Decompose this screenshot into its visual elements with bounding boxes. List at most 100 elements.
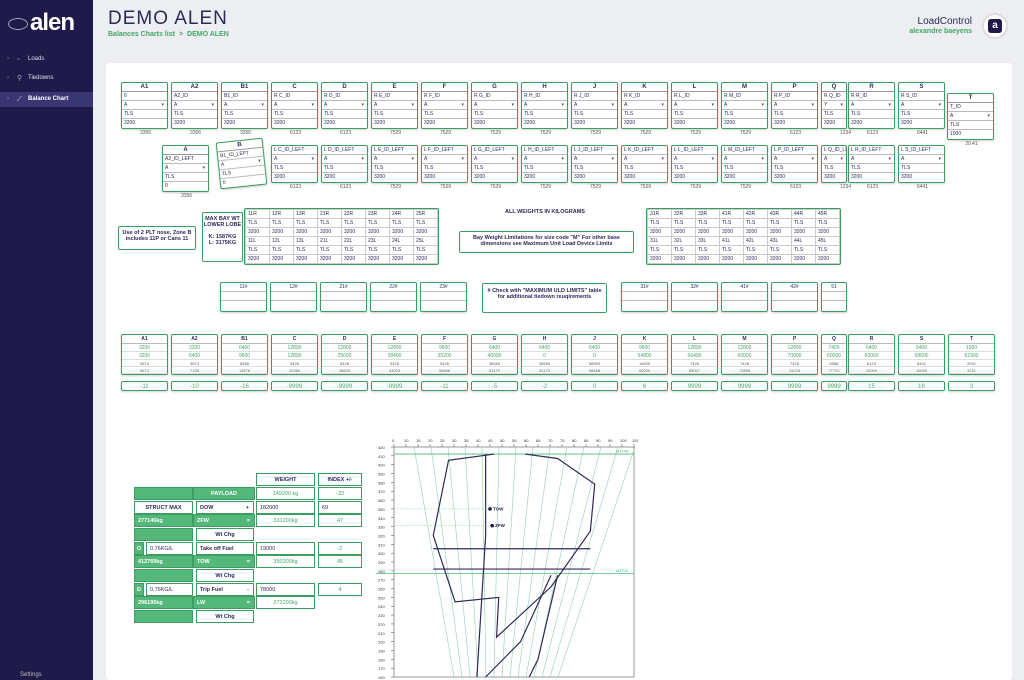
destination-field[interactable]: TLS bbox=[572, 110, 617, 119]
lower-weight-field[interactable]: 3200 bbox=[743, 254, 768, 264]
weight-field[interactable]: 3200 bbox=[324, 120, 336, 126]
position-cell[interactable]: 23# bbox=[420, 282, 467, 312]
bay-card[interactable]: QR Q_IDYTLS32001234 bbox=[821, 82, 851, 136]
lower-destination-field[interactable]: TLS bbox=[341, 218, 366, 228]
lower-weight-field[interactable]: 3200 bbox=[413, 227, 438, 237]
weight-field[interactable]: 3200 bbox=[274, 120, 286, 126]
type-select[interactable]: A bbox=[472, 101, 517, 110]
bay-card[interactable]: ER E_IDATLS32007529 bbox=[371, 82, 418, 136]
uld-id-field[interactable]: R M_ID bbox=[722, 92, 767, 101]
type-select[interactable]: A bbox=[772, 155, 817, 164]
lower-weight-field[interactable]: 3200 bbox=[365, 227, 390, 237]
uld-id-field[interactable]: T_ID bbox=[948, 103, 993, 112]
uld-id-field[interactable]: L L_ID_LEFT bbox=[672, 146, 717, 155]
dow-index-input[interactable]: 69 bbox=[318, 501, 362, 514]
destination-field[interactable]: TLS bbox=[772, 164, 817, 173]
position-cell[interactable]: 51 bbox=[821, 282, 847, 312]
bay-card[interactable]: L Q_ID_LEFTATLS32001234 bbox=[821, 145, 851, 190]
lower-weight-field[interactable]: 3200 bbox=[647, 254, 672, 264]
destination-field[interactable]: TLS bbox=[948, 121, 993, 130]
weight-field[interactable]: 3200 bbox=[824, 120, 836, 126]
lower-destination-field[interactable]: TLS bbox=[767, 245, 792, 255]
weight-field[interactable]: 3200 bbox=[524, 120, 536, 126]
position-cell[interactable]: 12# bbox=[270, 282, 317, 312]
uld-id-field[interactable]: L P_ID_LEFT bbox=[772, 146, 817, 155]
bay-card[interactable]: L D_ID_LEFTATLS32006123 bbox=[321, 145, 368, 190]
lower-weight-field[interactable]: 3200 bbox=[815, 227, 840, 237]
destination-field[interactable]: TLS bbox=[622, 164, 667, 173]
position-cell-input[interactable] bbox=[672, 292, 717, 301]
uld-id-field[interactable]: R C_ID bbox=[272, 92, 317, 101]
lower-destination-field[interactable]: TLS bbox=[695, 245, 720, 255]
lower-weight-field[interactable]: 3200 bbox=[269, 254, 294, 264]
type-select[interactable]: A bbox=[772, 101, 817, 110]
uld-id-field[interactable]: L H_ID_LEFT bbox=[522, 146, 567, 155]
destination-field[interactable]: TLS bbox=[622, 110, 667, 119]
trip-fuel-input[interactable]: 78000 bbox=[256, 583, 315, 596]
lower-destination-field[interactable]: TLS bbox=[791, 245, 816, 255]
lower-destination-field[interactable]: TLS bbox=[293, 218, 318, 228]
uld-id-field[interactable]: L E_ID_LEFT bbox=[372, 146, 417, 155]
lower-destination-field[interactable]: TLS bbox=[245, 245, 270, 255]
lower-weight-field[interactable]: 3200 bbox=[815, 254, 840, 264]
uld-id-field[interactable]: R K_ID bbox=[622, 92, 667, 101]
destination-field[interactable]: TLS bbox=[422, 164, 467, 173]
bay-card[interactable]: L K_ID_LEFTATLS32007529 bbox=[621, 145, 668, 190]
lower-destination-field[interactable]: TLS bbox=[317, 245, 342, 255]
bay-card[interactable]: MR M_IDATLS32007529 bbox=[721, 82, 768, 136]
type-select[interactable]: A bbox=[622, 101, 667, 110]
lower-destination-field[interactable]: TLS bbox=[719, 218, 744, 228]
weight-field[interactable]: 3200 bbox=[124, 120, 136, 126]
uld-id-field[interactable]: R L_ID bbox=[672, 92, 717, 101]
lower-destination-field[interactable]: TLS bbox=[791, 218, 816, 228]
bay-card[interactable]: L G_ID_LEFTATLS32007529 bbox=[471, 145, 518, 190]
destination-field[interactable]: TLS bbox=[522, 164, 567, 173]
bay-card[interactable]: BB1_ID_LEFTATLS0 bbox=[215, 137, 268, 190]
position-cell[interactable]: 32# bbox=[671, 282, 718, 312]
lower-destination-field[interactable]: TLS bbox=[743, 218, 768, 228]
lower-destination-field[interactable]: TLS bbox=[365, 218, 390, 228]
destination-field[interactable]: TLS bbox=[899, 110, 944, 119]
bay-card[interactable]: L H_ID_LEFTATLS32007529 bbox=[521, 145, 568, 190]
destination-field[interactable]: TLS bbox=[322, 164, 367, 173]
lower-weight-field[interactable]: 3200 bbox=[719, 254, 744, 264]
lower-weight-field[interactable]: 3200 bbox=[719, 227, 744, 237]
uld-id-field[interactable]: A2_ID_LEFT bbox=[163, 155, 208, 164]
destination-field[interactable]: TLS bbox=[172, 110, 217, 119]
bay-card[interactable]: L C_ID_LEFTATLS32006123 bbox=[271, 145, 318, 190]
lower-weight-field[interactable]: 3200 bbox=[245, 227, 270, 237]
uld-id-field[interactable]: R F_ID bbox=[422, 92, 467, 101]
position-cell-input[interactable] bbox=[271, 292, 316, 301]
type-select[interactable]: A bbox=[849, 155, 894, 164]
type-select[interactable]: A bbox=[222, 101, 267, 110]
weight-field[interactable]: 3200 bbox=[374, 120, 386, 126]
position-cell-input[interactable] bbox=[772, 292, 817, 301]
type-select[interactable]: A bbox=[622, 155, 667, 164]
uld-id-field[interactable]: R R_ID bbox=[849, 92, 894, 101]
destination-field[interactable]: TLS bbox=[899, 164, 944, 173]
weight-field[interactable]: 3200 bbox=[674, 120, 686, 126]
uld-id-field[interactable]: A2_ID bbox=[172, 92, 217, 101]
bay-card[interactable]: SR S_IDATLS32006441 bbox=[898, 82, 945, 136]
type-select[interactable]: A bbox=[522, 101, 567, 110]
destination-field[interactable]: TLS bbox=[122, 110, 167, 119]
destination-field[interactable]: TLS bbox=[722, 164, 767, 173]
lower-weight-field[interactable]: 3200 bbox=[743, 227, 768, 237]
uld-id-field[interactable]: B1_ID bbox=[222, 92, 267, 101]
weight-field[interactable]: 3200 bbox=[774, 120, 786, 126]
uld-id-field[interactable]: L C_ID_LEFT bbox=[272, 146, 317, 155]
uld-id-field[interactable]: R J_ID bbox=[572, 92, 617, 101]
lower-weight-field[interactable]: 3200 bbox=[413, 254, 438, 264]
destination-field[interactable]: TLS bbox=[472, 110, 517, 119]
lower-weight-field[interactable]: 3200 bbox=[791, 254, 816, 264]
lower-weight-field[interactable]: 3200 bbox=[293, 254, 318, 264]
uld-id-field[interactable]: L R_ID_LEFT bbox=[849, 146, 894, 155]
lower-destination-field[interactable]: TLS bbox=[365, 245, 390, 255]
lower-weight-field[interactable]: 3200 bbox=[389, 254, 414, 264]
destination-field[interactable]: TLS bbox=[372, 110, 417, 119]
lower-weight-field[interactable]: 3200 bbox=[317, 254, 342, 264]
position-cell[interactable]: 11# bbox=[220, 282, 267, 312]
weight-field[interactable]: 3200 bbox=[424, 174, 436, 180]
density-input[interactable]: 0.76KG/L bbox=[146, 542, 193, 555]
